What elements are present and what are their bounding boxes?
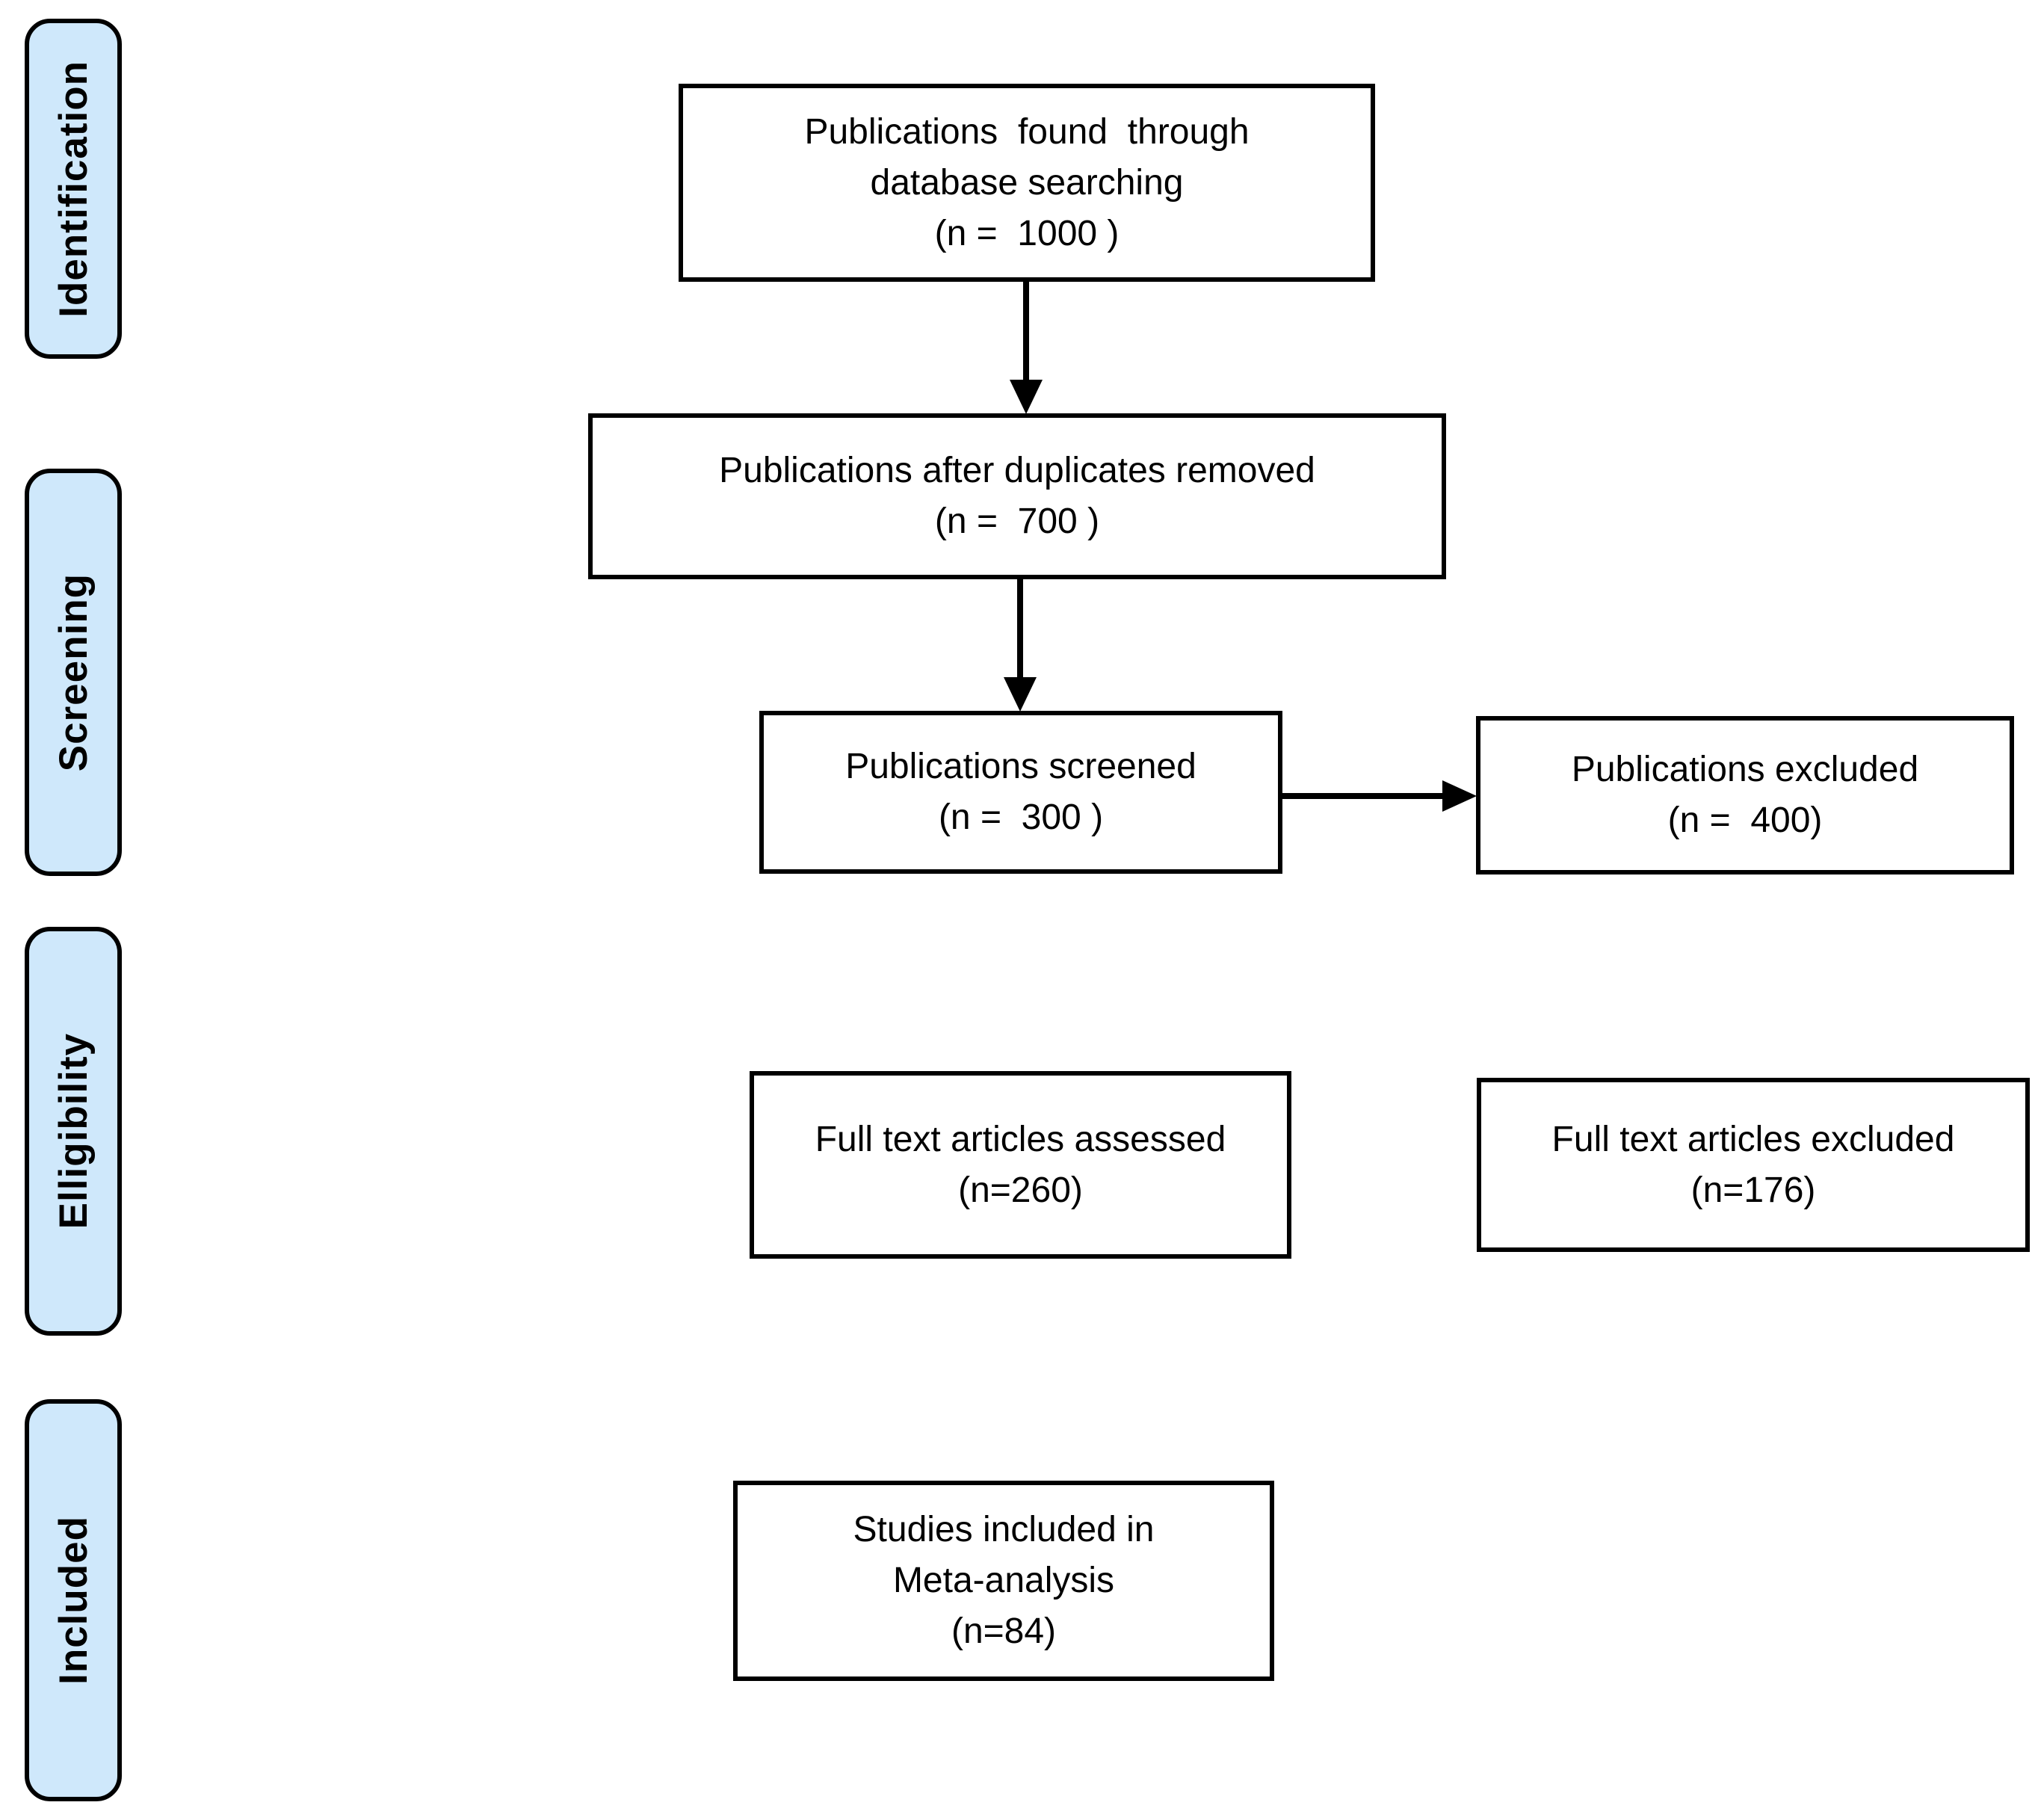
box-text-line: Meta-analysis: [892, 1561, 1115, 1600]
stage-screening: Screening: [25, 469, 122, 876]
box-fulltext-assessed: Full text articles assessed (n=260): [750, 1071, 1291, 1259]
arrow-shaft: [1023, 282, 1029, 380]
stage-identification-label: Identification: [51, 60, 96, 318]
box-count: (n=260): [958, 1170, 1083, 1210]
box-publications-screened: Publications screened (n = 300 ): [759, 711, 1282, 874]
box-publications-excluded-text: Publications excluded (n = 400): [1572, 744, 1918, 846]
box-text-line: Full text articles excluded: [1551, 1119, 1955, 1159]
box-count: (n = 1000 ): [934, 213, 1120, 253]
box-text-line: Publications excluded: [1571, 750, 1919, 789]
arrowhead-right-icon: [1442, 780, 1477, 812]
box-studies-included: Studies included in Meta-analysis (n=84): [733, 1481, 1274, 1681]
box-count: (n = 400): [1667, 801, 1823, 840]
arrowhead-down-icon: [1010, 380, 1043, 414]
box-duplicates-removed-text: Publications after duplicates removed (n…: [719, 445, 1315, 547]
box-count: (n=176): [1690, 1170, 1816, 1210]
box-text-line: Full text articles assessed: [815, 1119, 1226, 1159]
box-publications-screened-text: Publications screened (n = 300 ): [845, 741, 1196, 843]
arrow-shaft: [1282, 793, 1442, 799]
box-publications-excluded: Publications excluded (n = 400): [1476, 716, 2014, 874]
box-count: (n=84): [951, 1611, 1057, 1651]
box-studies-included-text: Studies included in Meta-analysis (n=84): [853, 1505, 1155, 1657]
stage-screening-label: Screening: [51, 573, 96, 772]
box-text-line: database searching: [870, 162, 1184, 203]
stage-included-label: Included: [51, 1516, 96, 1685]
box-text-line: Publications screened: [845, 747, 1196, 786]
box-publications-found: Publications found through database sear…: [679, 84, 1375, 282]
box-text-line: Studies included in: [853, 1510, 1155, 1549]
box-text-line: Publications found through: [804, 111, 1250, 152]
box-fulltext-excluded-text: Full text articles excluded (n=176): [1552, 1114, 1955, 1216]
arrowhead-down-icon: [1004, 677, 1037, 712]
stage-included: Included: [25, 1399, 122, 1801]
stage-elligibility-label: Elligibility: [51, 1033, 96, 1230]
box-fulltext-excluded: Full text articles excluded (n=176): [1477, 1078, 2030, 1252]
box-fulltext-assessed-text: Full text articles assessed (n=260): [815, 1114, 1226, 1216]
box-text-line: Publications after duplicates removed: [719, 451, 1315, 490]
arrow-shaft: [1017, 579, 1023, 677]
box-count: (n = 700 ): [934, 502, 1100, 541]
stage-elligibility: Elligibility: [25, 927, 122, 1336]
box-publications-found-text: Publications found through database sear…: [804, 107, 1249, 259]
box-count: (n = 300 ): [938, 798, 1104, 837]
stage-identification: Identification: [25, 19, 122, 359]
box-duplicates-removed: Publications after duplicates removed (n…: [588, 413, 1446, 579]
